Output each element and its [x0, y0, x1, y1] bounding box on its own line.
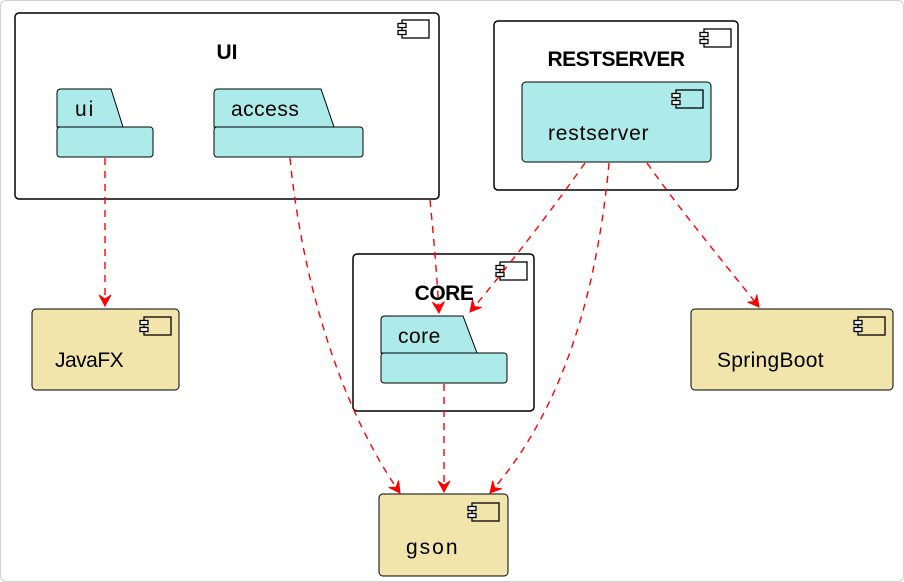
component-springboot-label: SpringBoot — [717, 349, 824, 372]
component-restserver[interactable]: restserver — [521, 81, 712, 163]
package-access[interactable]: access — [213, 88, 364, 158]
package-folder-icon — [56, 88, 124, 128]
component-gson-label: gson — [406, 536, 460, 559]
dependency-arrow-restserver-springboot — [646, 162, 760, 308]
core-container-title: CORE — [415, 282, 474, 305]
component-gson[interactable]: gson — [378, 493, 509, 577]
dependency-arrow-restserver-core — [469, 162, 586, 313]
package-folder-icon — [380, 315, 478, 354]
component-springboot[interactable]: SpringBoot — [690, 308, 894, 391]
component-javafx[interactable]: JavaFX — [31, 308, 180, 391]
dependency-arrow-restserver-gson — [489, 162, 610, 494]
restserver-container-title: RESTSERVER — [548, 48, 685, 71]
dependency-arrow-access-gson — [289, 157, 401, 494]
package-access-label: access — [231, 98, 299, 121]
package-ui-label: ui — [75, 98, 95, 121]
package-core[interactable]: core — [380, 315, 508, 384]
package-folder-icon — [213, 88, 335, 128]
component-restserver-label: restserver — [548, 122, 649, 145]
dependency-arrow-ui-core — [429, 199, 445, 315]
package-core-label: core — [398, 325, 441, 348]
ui-container-title: UI — [217, 41, 238, 64]
package-ui[interactable]: ui — [56, 88, 154, 158]
component-javafx-label: JavaFX — [55, 349, 124, 372]
